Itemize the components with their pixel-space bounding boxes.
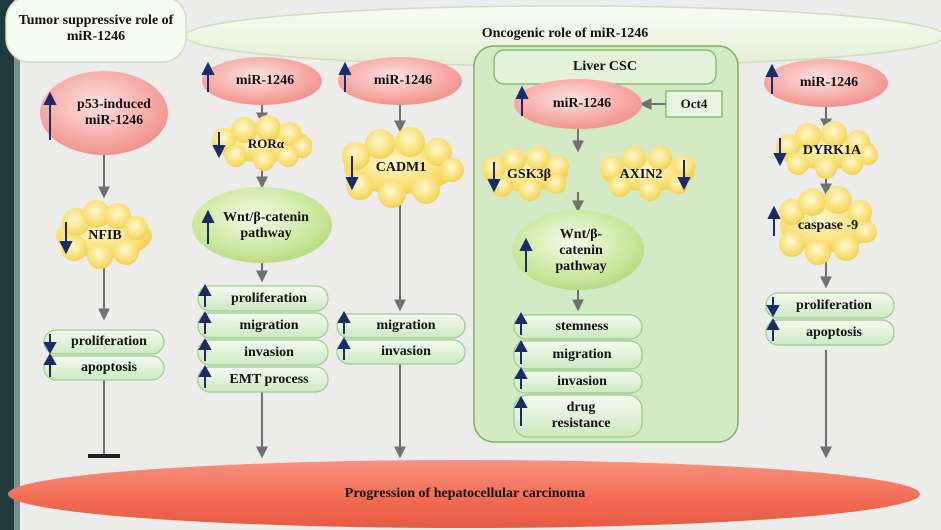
gsk3b-label: GSK3β	[507, 167, 551, 183]
caspase9-label: caspase -9	[797, 218, 859, 234]
caspase9-cloud	[779, 186, 877, 265]
outcome-col1-1: apoptosis	[80, 360, 138, 376]
liver-csc-label: Liver CSC	[573, 59, 637, 75]
outcome-col2-3: EMT process	[229, 371, 309, 387]
mir-d-ellipse	[764, 59, 888, 107]
outcome-pills	[43, 285, 895, 438]
p53-label: p53-induced miR-1246	[77, 97, 151, 128]
mir-b-ellipse	[338, 57, 462, 105]
mir-b-label: miR-1246	[373, 73, 433, 89]
dyrk1a-cloud	[776, 121, 878, 179]
axin2-label: AXIN2	[619, 167, 663, 183]
outcome-col3-0: migration	[376, 318, 436, 334]
outcome-col4-0: stemness	[555, 319, 609, 335]
oct4-box	[665, 90, 723, 118]
outcome-col2-0: proliferation	[231, 290, 307, 306]
outcome-col2-2: invasion	[244, 344, 294, 360]
nfib-cloud	[56, 200, 152, 269]
wnt-c-ellipse	[512, 210, 644, 290]
p53-ellipse	[40, 71, 168, 155]
cadm1-label: CADM1	[375, 160, 427, 176]
oct4-label: Oct4	[680, 95, 708, 111]
dyrk1a-label: DYRK1A	[802, 143, 862, 159]
footer-ellipse	[8, 460, 920, 528]
gsk3b-cloud	[482, 146, 569, 201]
mir-c-ellipse	[514, 79, 642, 129]
outcome-col2-1: migration	[239, 317, 299, 333]
outcome-col1-0: proliferation	[71, 334, 147, 350]
outcome-col5-0: proliferation	[796, 297, 872, 313]
wnt-a-label: Wnt/β-catenin pathway	[223, 210, 309, 241]
tumor-suppressive-label: Tumor suppressive role of miR-1246	[18, 13, 174, 44]
wnt-c-label: Wnt/β-catenin pathway	[555, 227, 607, 274]
nfib-label: NFIB	[88, 228, 122, 244]
outcome-col5-1: apoptosis	[805, 324, 863, 340]
footer-label: Progression of hepatocellular carcinoma	[344, 486, 586, 502]
outcome-col4-1: migration	[552, 347, 612, 363]
outcome-col3-1: invasion	[381, 344, 431, 360]
wnt-a-ellipse	[192, 187, 332, 263]
rora-label: RORα	[247, 135, 285, 151]
connector-lines	[98, 98, 832, 459]
cadm1-cloud	[342, 127, 464, 208]
outcome-col4-3: drug resistance	[551, 400, 611, 431]
mir-d-label: miR-1246	[799, 75, 859, 91]
mir-a-ellipse	[202, 57, 322, 105]
mir-c-label: miR-1246	[552, 96, 612, 112]
oncogenic-label: Oncogenic role of miR-1246	[481, 26, 649, 42]
tumor-suppressive-banner	[5, 0, 187, 63]
mir-a-label: miR-1246	[235, 73, 295, 89]
outcome-col4-2: invasion	[557, 374, 607, 390]
